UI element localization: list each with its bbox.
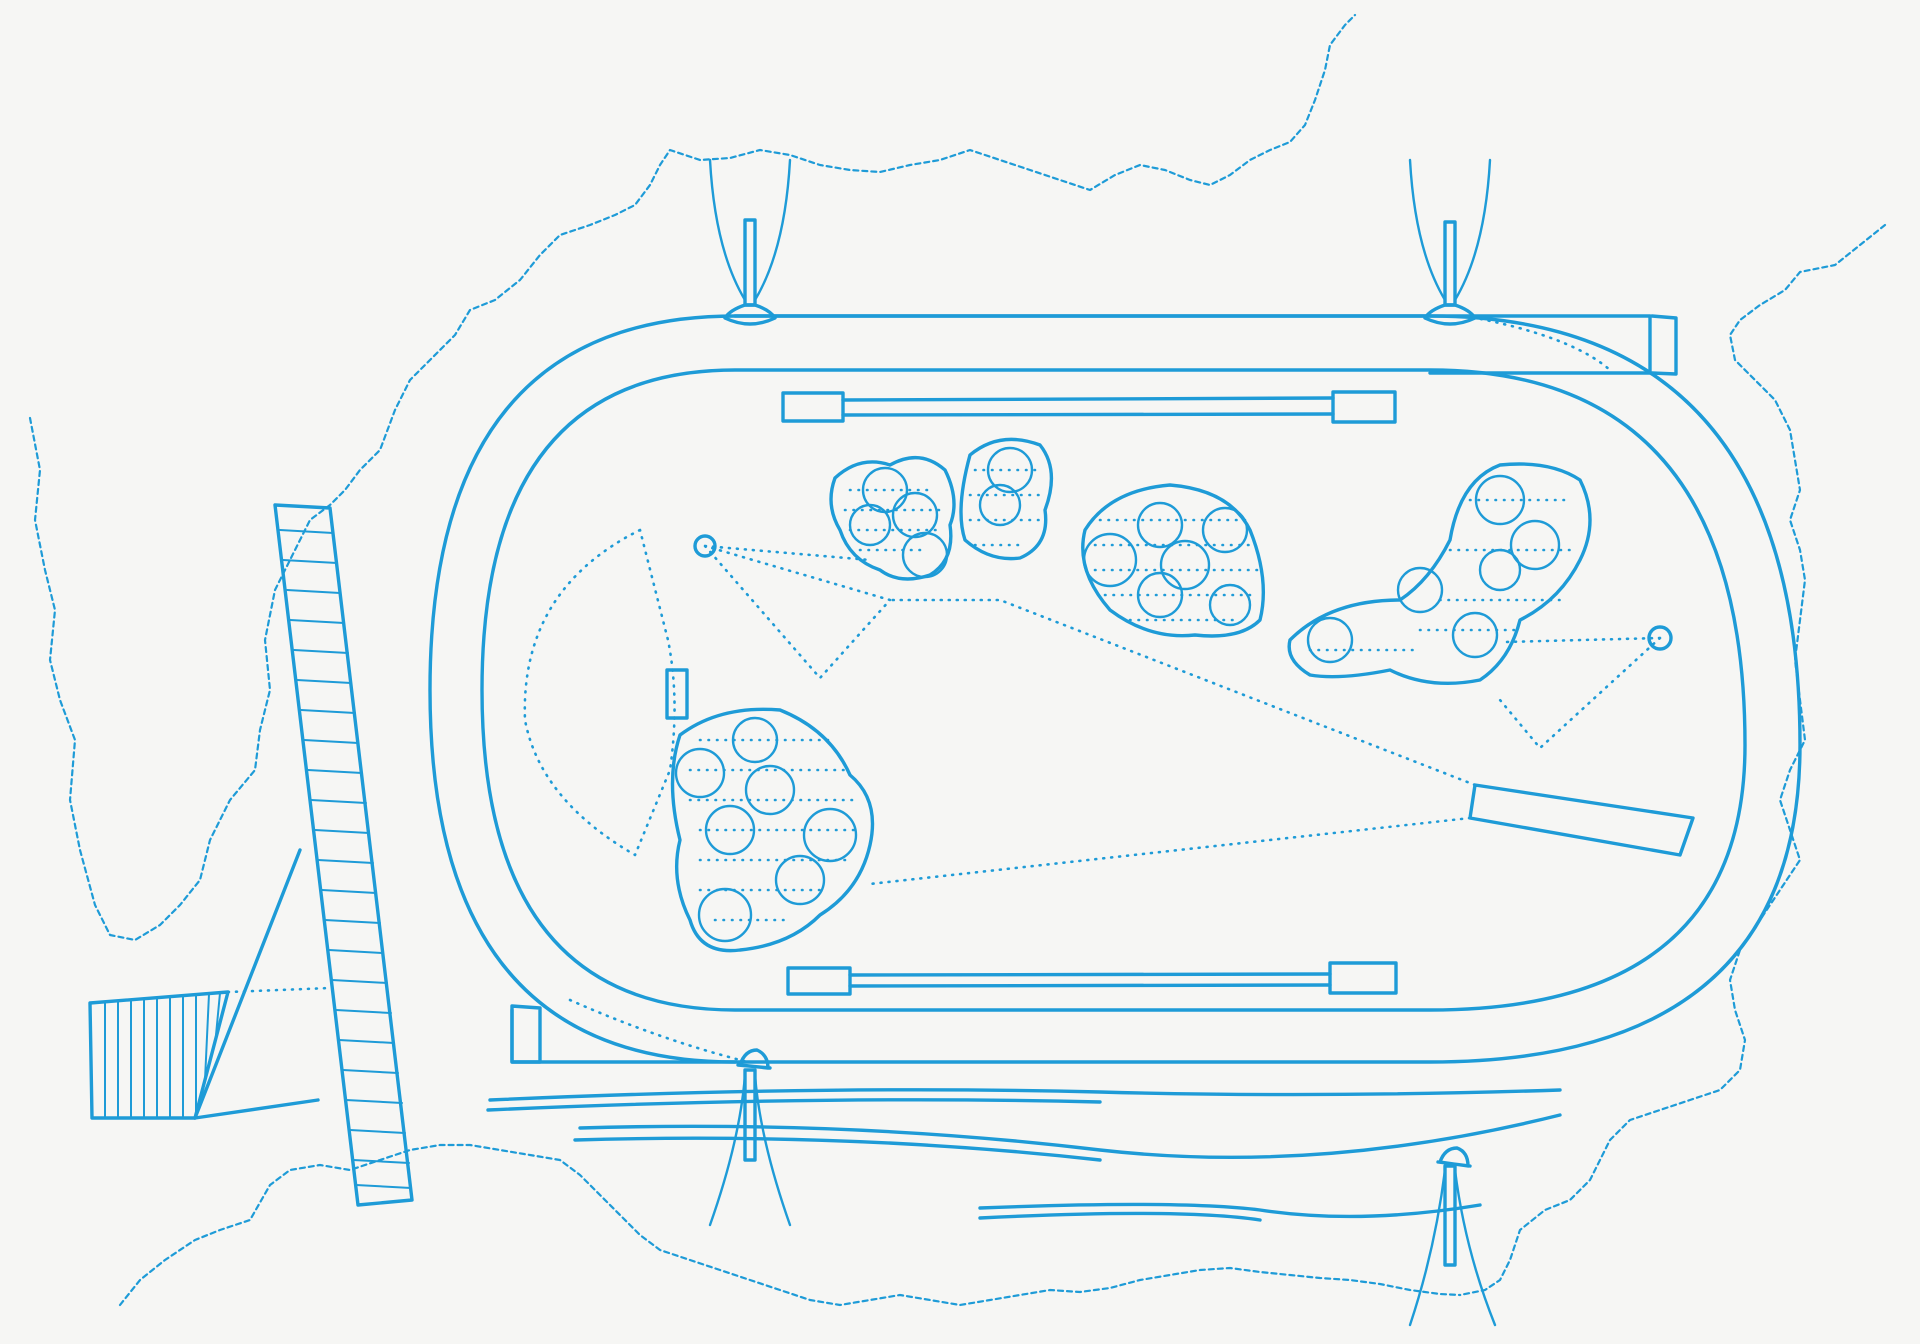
lamp-connector-right [1463,314,1612,372]
bottom-edge-bar-end [510,1004,542,1064]
lamp-top-left [708,158,792,326]
tree-cluster-top-left [829,456,956,581]
lamp-top-right [1408,158,1492,326]
path-line-1 [486,1088,1562,1112]
shot-put-circle-right [1647,625,1673,651]
hatched-block-lines [104,992,221,1119]
site-boundary-upper [28,13,1357,942]
site-boundary-right [1458,223,1887,1297]
discus-circle-marker [665,668,689,720]
shot-put-sector-left [703,544,892,680]
ramp-outline [273,503,414,1207]
ramp-base-line [193,1098,320,1120]
javelin-runway [1468,783,1695,857]
shot-put-sector-right [1498,636,1662,750]
path-line-3 [978,1202,1482,1222]
hatched-block [88,990,230,1120]
runway-top [781,390,1397,424]
top-edge-bar-end [1650,314,1678,376]
tree-cluster-right [1287,462,1592,685]
tree-cluster-top-mid [959,437,1054,561]
tree-cluster-lower-left [670,707,875,953]
site-boundary-lower [118,1143,1462,1307]
top-edge-bar [733,314,1652,375]
lamp-bottom-right [1408,1146,1497,1327]
track-inner-edge [480,368,1747,1012]
lamp-connector-bottom [568,998,750,1064]
tree-cluster-center [1081,483,1265,638]
javelin-sector-lines [868,598,1477,886]
track-outer-edge [428,314,1802,1064]
ramp-support-line [193,848,302,1120]
ramp-hatching [279,529,412,1189]
runway-bottom [786,961,1398,996]
ramp-connector [226,986,332,994]
lamp-bottom-left [708,1048,792,1227]
